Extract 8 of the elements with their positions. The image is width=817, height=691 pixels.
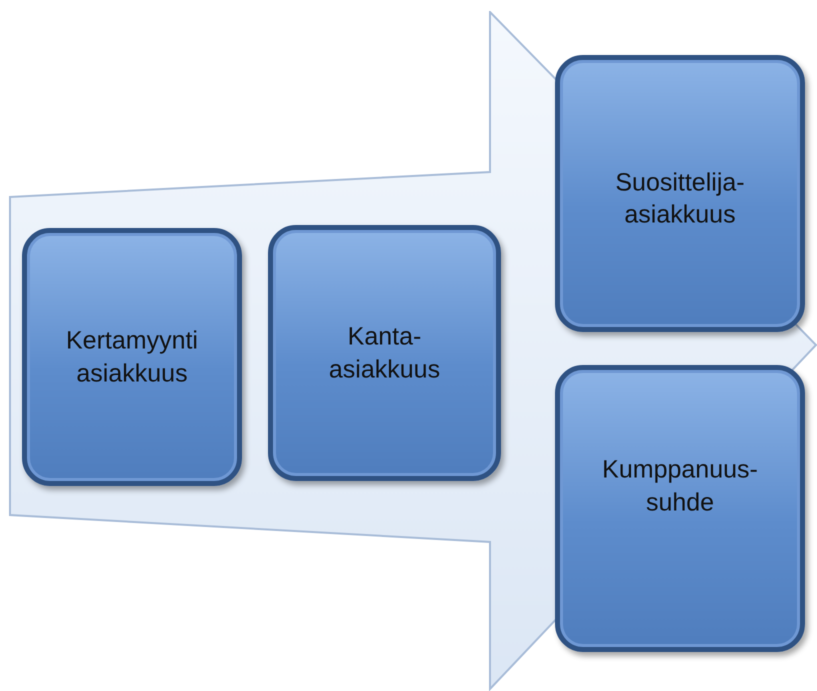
stage-label: Kumppanuus- suhde [601,454,759,518]
stage-label: Kanta- asiakkuus [328,322,442,385]
stage-box [555,55,805,332]
stage-box [555,365,805,652]
stage-box [268,225,501,481]
stage-label: Suosittelija- asiakkuus [614,167,746,231]
stage-label: Kertamyynti asiakkuus [65,326,199,389]
stage-box [22,228,242,486]
